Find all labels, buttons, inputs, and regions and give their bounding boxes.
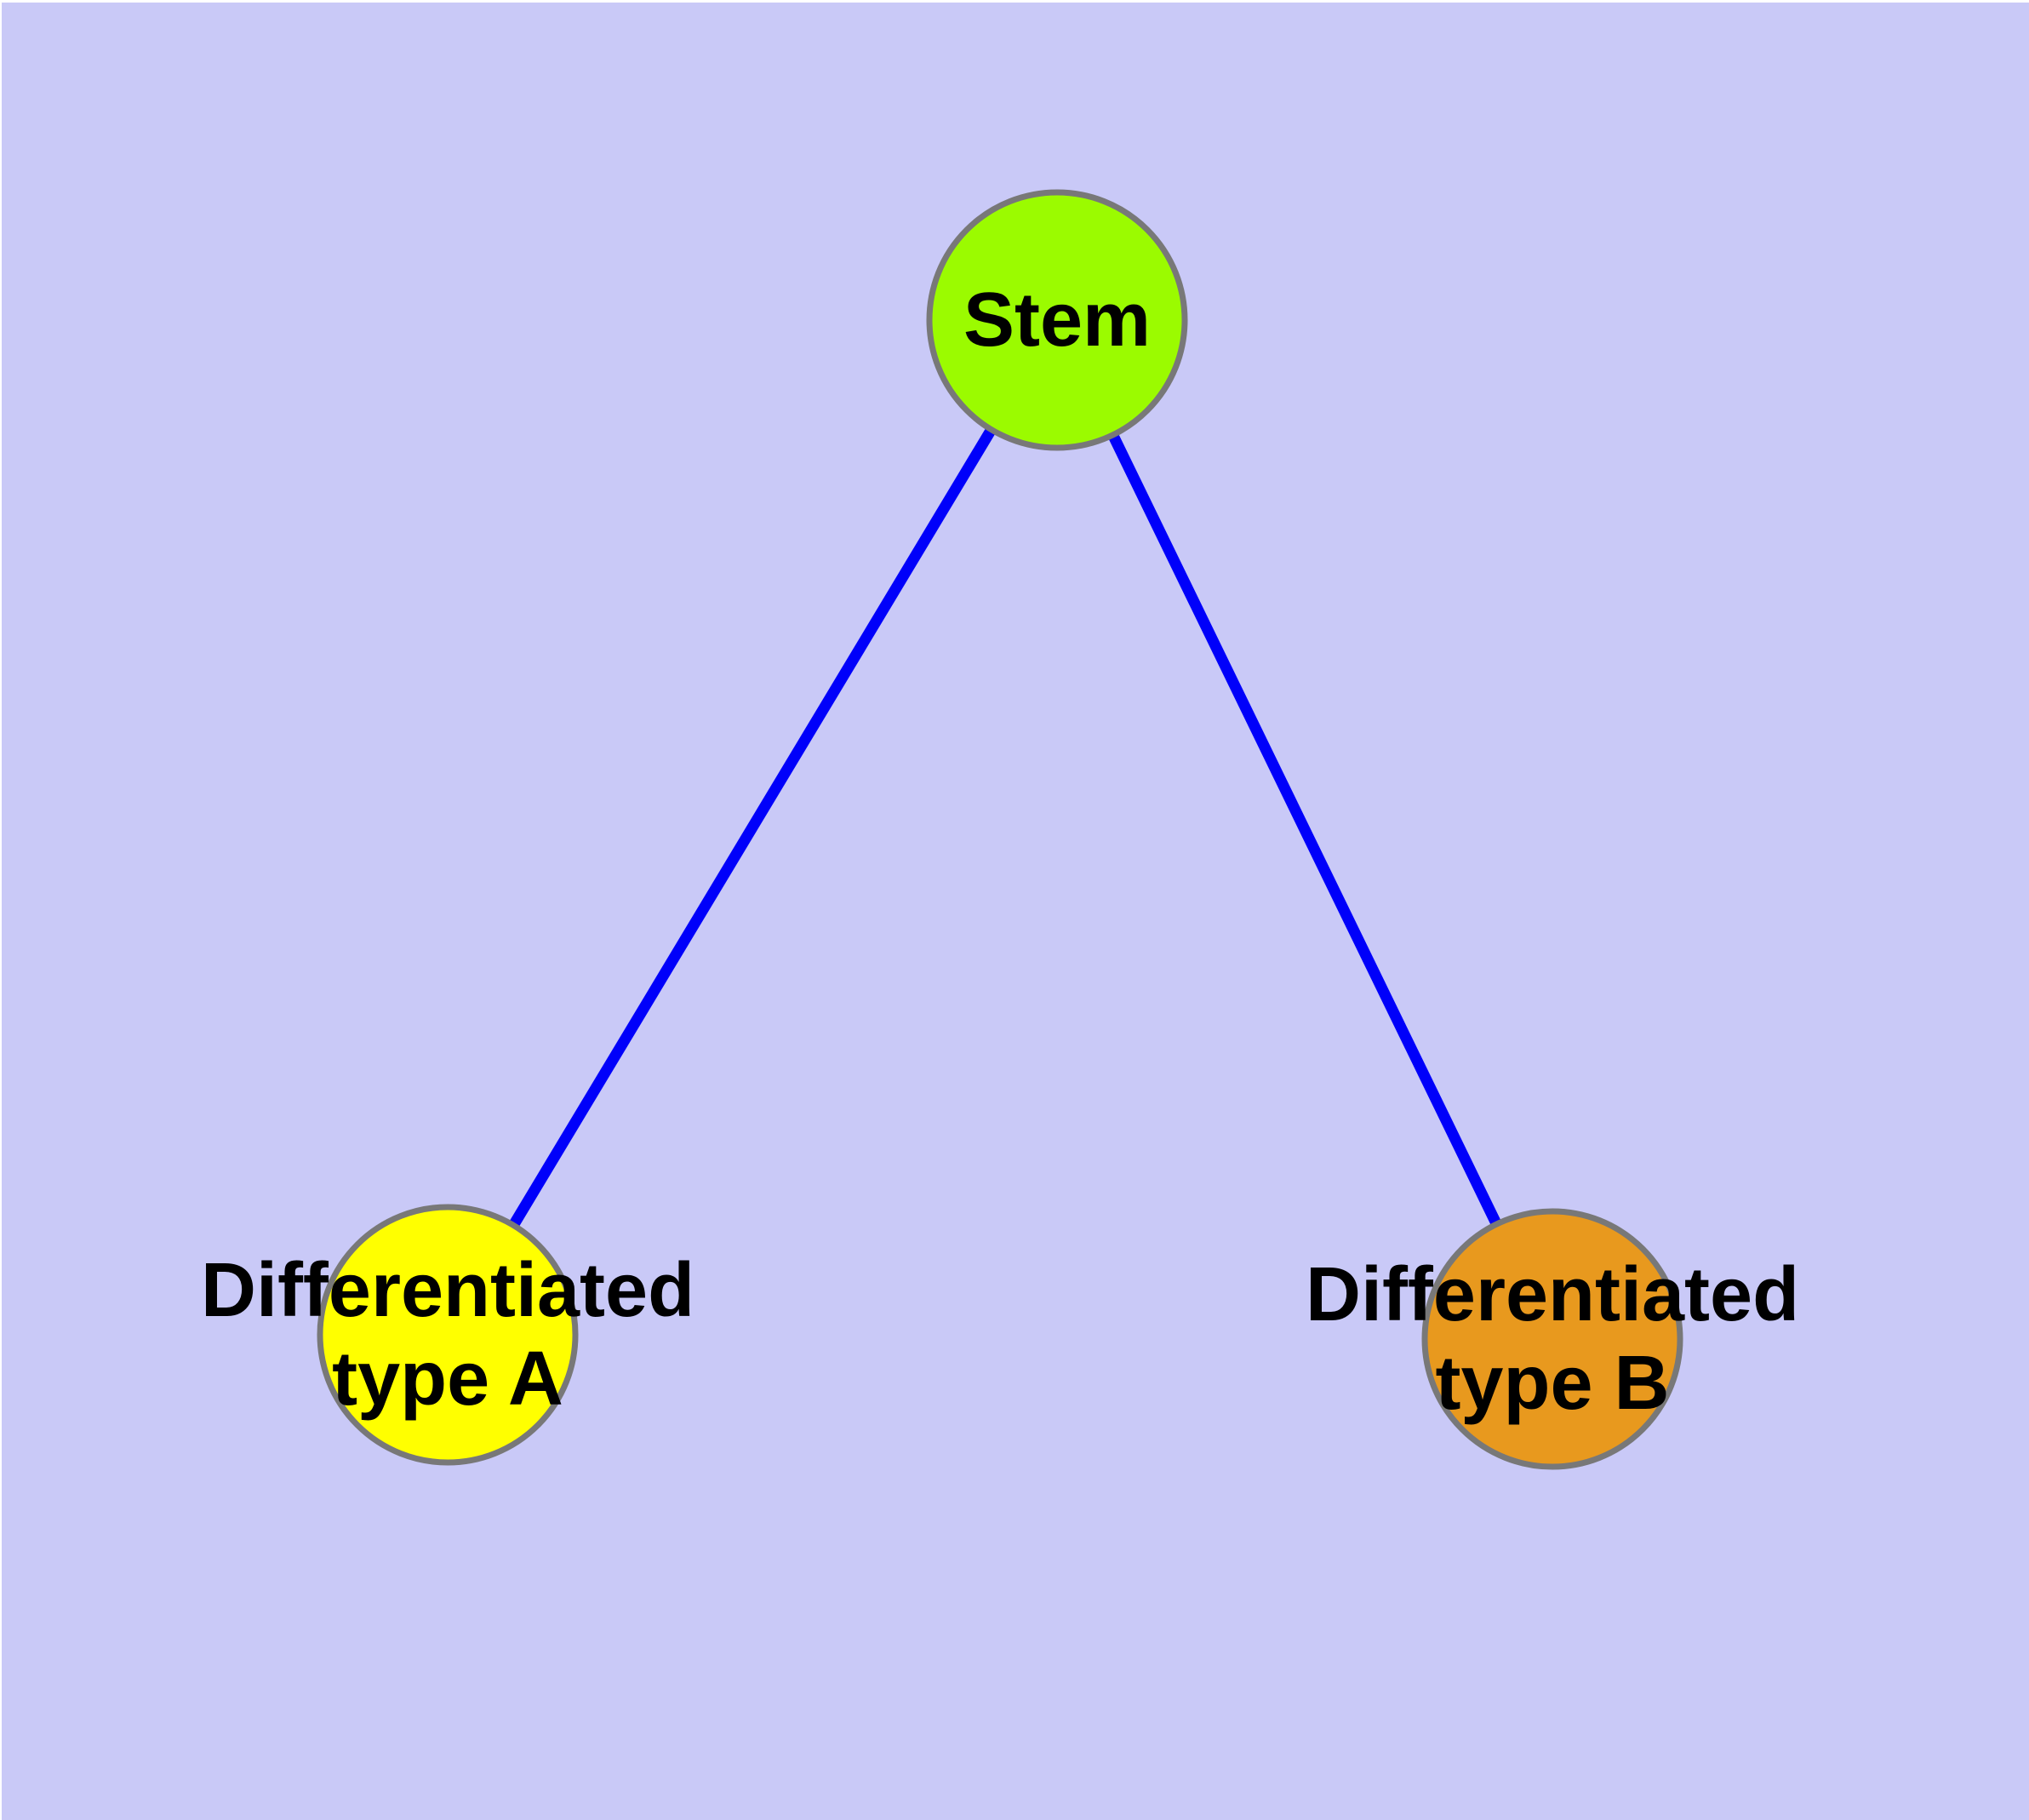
node-differentiated-type-b <box>1421 1208 1683 1470</box>
node-stem <box>926 189 1188 451</box>
graph-svg <box>317 189 1683 1470</box>
node-differentiated-type-a <box>317 1204 579 1466</box>
nodes-layer <box>317 189 1683 1470</box>
edge-stem-to-differentiated-type-a <box>443 317 1062 1338</box>
edges-layer <box>443 317 1557 1342</box>
edge-stem-to-differentiated-type-b <box>1052 318 1557 1342</box>
